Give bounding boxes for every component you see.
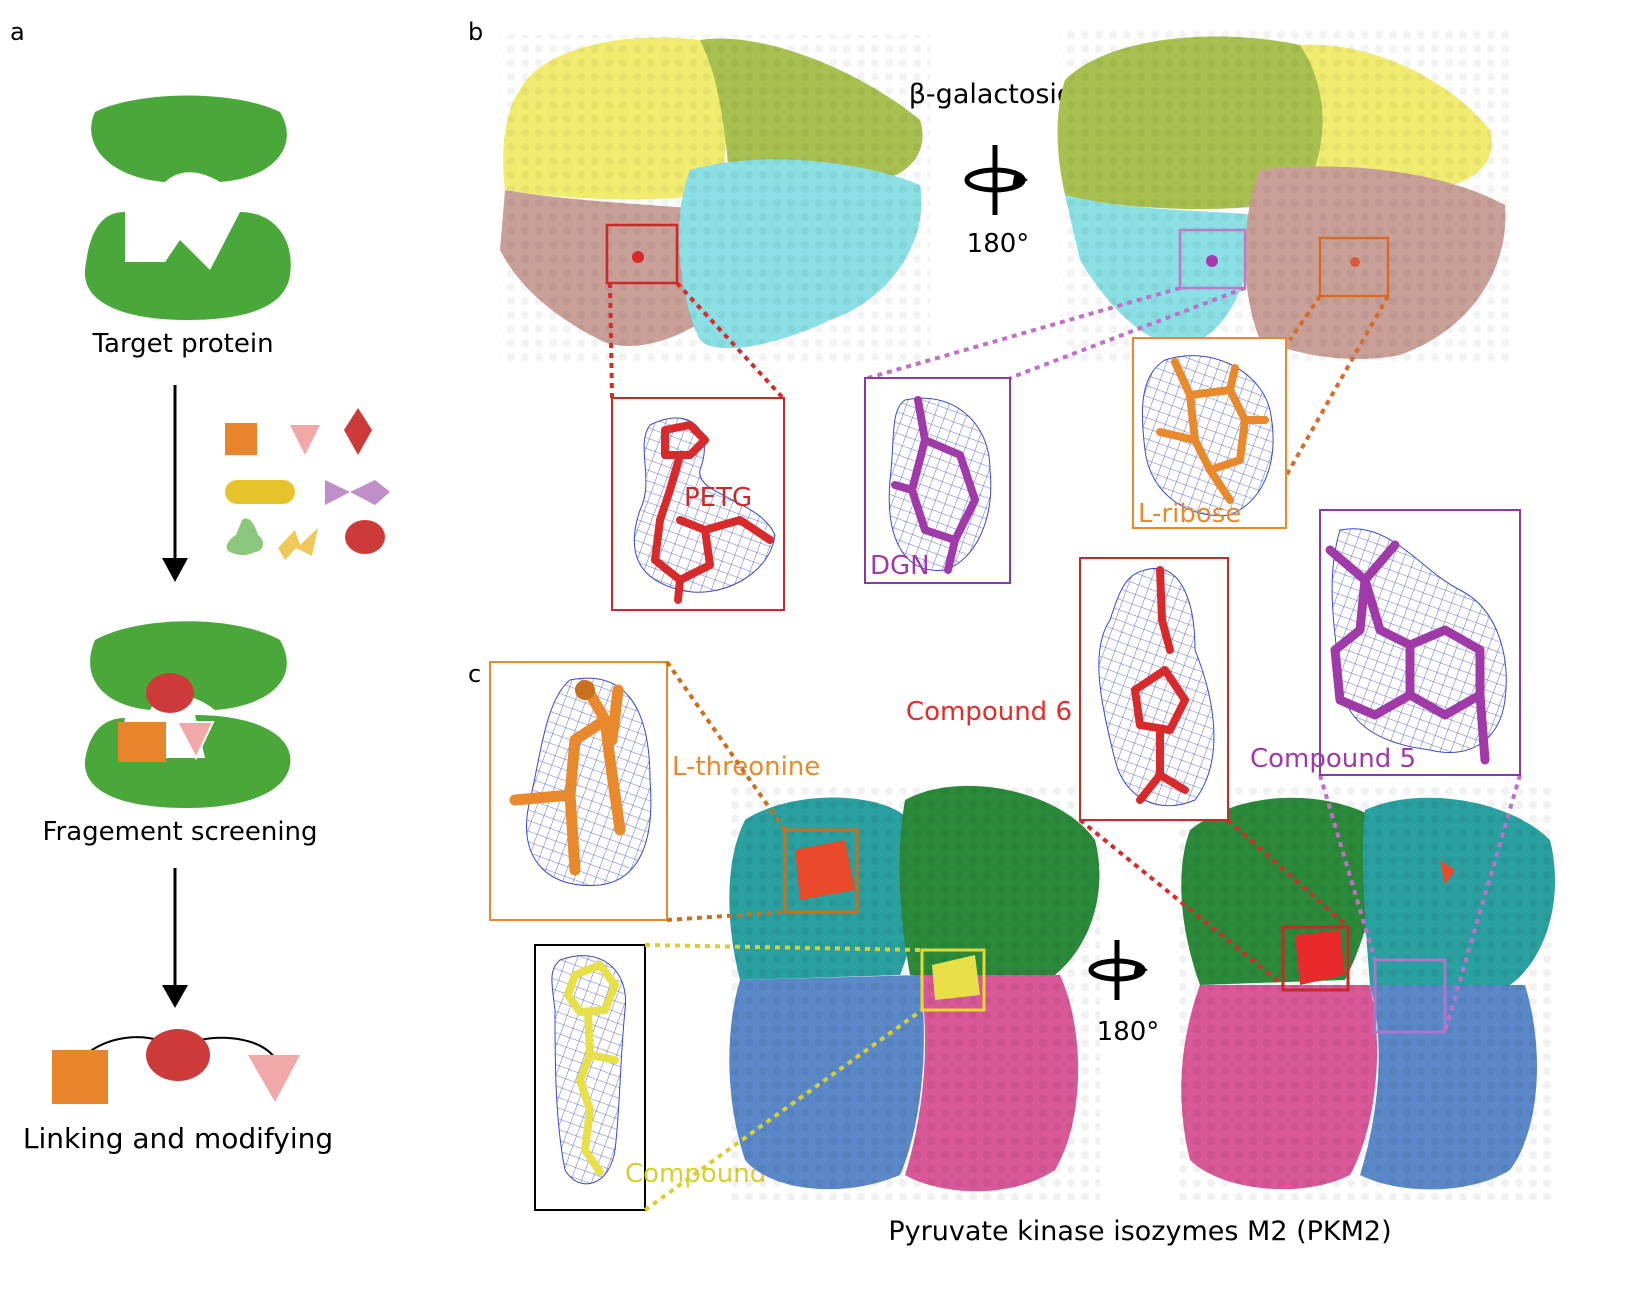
pkm2-structure-right	[1175, 785, 1555, 1200]
panel-c-letter: c	[468, 660, 481, 688]
pkm2-structure-left	[725, 785, 1100, 1200]
fragment-library	[225, 408, 390, 560]
fragment-oval	[345, 520, 385, 554]
fragment-star	[278, 528, 318, 560]
compound-5-density-inset	[1320, 510, 1520, 775]
target-protein-shape	[85, 96, 291, 321]
ligand-label-l-ribose: L-ribose	[1138, 499, 1241, 529]
beta-galactosidase-structure-right	[1058, 30, 1511, 365]
beta-gal-rotation: 180°	[967, 229, 1030, 259]
fragment-diamond	[344, 408, 372, 455]
ligand-label-compound-6: Compound 6	[906, 697, 1072, 727]
step-fragment-screening: Fragement screening	[42, 817, 317, 847]
beta-galactosidase-structure-left	[500, 35, 930, 365]
ligand-label-dgn: DGN	[870, 551, 930, 581]
fragment-triangle	[290, 425, 320, 455]
panel-b-letter: b	[468, 18, 483, 46]
screening-protein-shape	[85, 621, 291, 808]
panel-a-letter: a	[10, 18, 25, 46]
compound-6-density-inset	[1080, 558, 1228, 820]
ligand-label-petg: PETG	[684, 483, 752, 513]
step-linking-modifying: Linking and modifying	[23, 1122, 333, 1155]
step-target-protein: Target protein	[91, 329, 273, 359]
fragment-square	[225, 423, 257, 455]
l-threonine-density-inset	[490, 662, 667, 920]
rotation-axis-icon	[967, 145, 1028, 215]
fragment-bowtie	[325, 480, 390, 505]
downward-arrow-icon	[162, 868, 188, 1008]
pkm2-rotation: 180°	[1097, 1017, 1160, 1047]
pkm2-title: Pyruvate kinase isozymes M2 (PKM2)	[888, 1216, 1391, 1247]
linked-fragments	[52, 1029, 300, 1104]
ligand-label-compound-5: Compound 5	[1250, 744, 1416, 774]
fragment-blob	[227, 518, 263, 555]
downward-arrow-icon	[162, 385, 188, 582]
fragment-capsule	[225, 480, 295, 504]
